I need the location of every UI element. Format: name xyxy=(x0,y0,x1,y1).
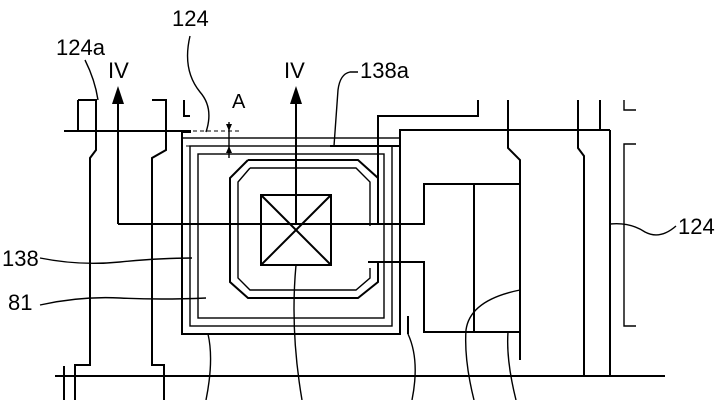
label-138: 138 xyxy=(2,246,39,271)
arrow-up-right xyxy=(290,86,302,104)
pixel-rect-2 xyxy=(189,145,393,327)
octagon-body xyxy=(229,159,379,299)
data-line-left-inner xyxy=(151,99,167,400)
tft-vertical-1 xyxy=(507,100,521,360)
label-iv-left: IV xyxy=(108,58,129,83)
label-81: 81 xyxy=(8,290,32,315)
tft-vertical-2 xyxy=(577,100,585,376)
pixel-rect-3 xyxy=(197,153,385,319)
octagon-inner-top xyxy=(250,167,371,226)
dim-arrow-down xyxy=(226,124,232,131)
source-drain-1 xyxy=(365,183,520,225)
source-drain-2 xyxy=(368,261,520,333)
tft-top-line xyxy=(399,100,601,146)
octagon-inner-body xyxy=(237,167,371,291)
leader-138 xyxy=(39,257,193,265)
drain-box xyxy=(473,183,521,333)
leader-124-top xyxy=(186,35,210,133)
leader-bottom-3 xyxy=(407,333,416,400)
dim-arrow-up xyxy=(226,146,232,153)
leader-bottom-2 xyxy=(293,264,303,400)
leader-124a xyxy=(84,59,99,101)
label-124-right: 124 xyxy=(678,214,715,239)
label-iv-right: IV xyxy=(284,58,305,83)
label-124a: 124a xyxy=(56,35,106,60)
right-top-stub xyxy=(623,100,636,111)
upper-bracket-left xyxy=(183,100,190,117)
arrow-up-left xyxy=(112,86,124,104)
leader-124-right xyxy=(609,222,677,236)
leader-bottom-4 xyxy=(465,289,521,400)
label-124-top: 124 xyxy=(172,6,209,31)
leader-bottom-1 xyxy=(205,333,212,400)
data-line-left-outer xyxy=(74,99,97,400)
upper-bracket-mid xyxy=(377,100,479,178)
label-A: A xyxy=(232,91,246,113)
label-138a: 138a xyxy=(360,58,410,83)
right-bracket xyxy=(623,143,636,327)
contact-cross-2 xyxy=(260,194,332,266)
leader-81 xyxy=(39,296,207,306)
leader-bottom-5 xyxy=(507,331,517,400)
leader-138a xyxy=(333,71,358,147)
